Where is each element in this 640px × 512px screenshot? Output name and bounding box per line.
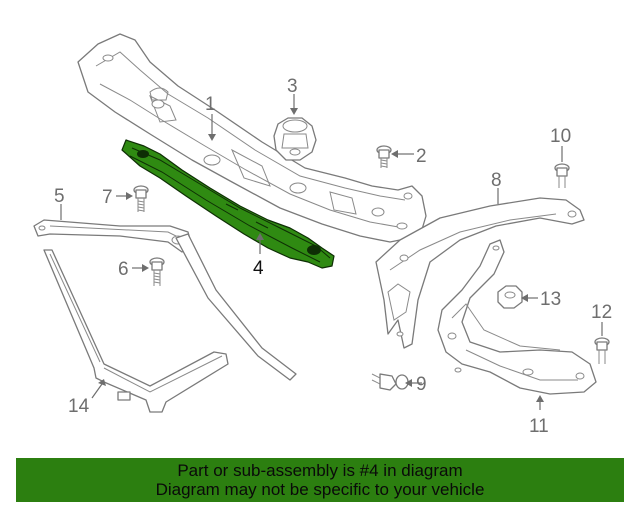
part-2-bolt[interactable]	[376, 145, 392, 168]
part-11-bracket[interactable]	[437, 239, 597, 395]
part-8-bracket[interactable]	[375, 197, 585, 349]
callout-9[interactable]: 9	[416, 374, 427, 395]
part-6-bolt[interactable]	[149, 257, 165, 286]
callout-14[interactable]: 14	[68, 396, 90, 417]
callout-6[interactable]: 6	[118, 259, 129, 280]
callout-12[interactable]: 12	[591, 302, 612, 323]
part-5-bracket[interactable]	[33, 219, 193, 253]
callout-1[interactable]: 1	[205, 94, 216, 115]
banner-line-disclaimer: Diagram may not be specific to your vehi…	[155, 480, 485, 499]
callout-11[interactable]: 11	[529, 416, 549, 437]
part-4-highlighted[interactable]	[121, 139, 335, 269]
callout-3[interactable]: 3	[287, 76, 298, 97]
callout-5[interactable]: 5	[54, 186, 65, 207]
callout-8[interactable]: 8	[491, 170, 502, 191]
part-13-nut[interactable]	[497, 285, 523, 309]
part-7-bolt[interactable]	[133, 185, 149, 212]
banner-line-part: Part or sub-assembly is #4 in diagram	[177, 461, 463, 480]
part-10-bolt[interactable]	[554, 146, 570, 188]
info-banner: Part or sub-assembly is #4 in diagram Di…	[16, 458, 624, 502]
part-12-bolt[interactable]	[594, 322, 610, 364]
leader-lines	[60, 94, 544, 410]
part-1-crossmember[interactable]	[77, 33, 427, 243]
callout-10[interactable]: 10	[550, 126, 571, 147]
part-9-bolt[interactable]	[371, 373, 409, 391]
callout-13[interactable]: 13	[540, 289, 561, 310]
part-3-mount[interactable]	[273, 117, 317, 161]
callout-7[interactable]: 7	[102, 187, 113, 208]
part-14-frame[interactable]	[43, 233, 297, 413]
parts-diagram: 1 2 3 4 5 6 7 8 9 10 11 12 13 14	[33, 33, 612, 437]
callout-4[interactable]: 4	[253, 258, 264, 279]
callout-2[interactable]: 2	[416, 146, 427, 167]
